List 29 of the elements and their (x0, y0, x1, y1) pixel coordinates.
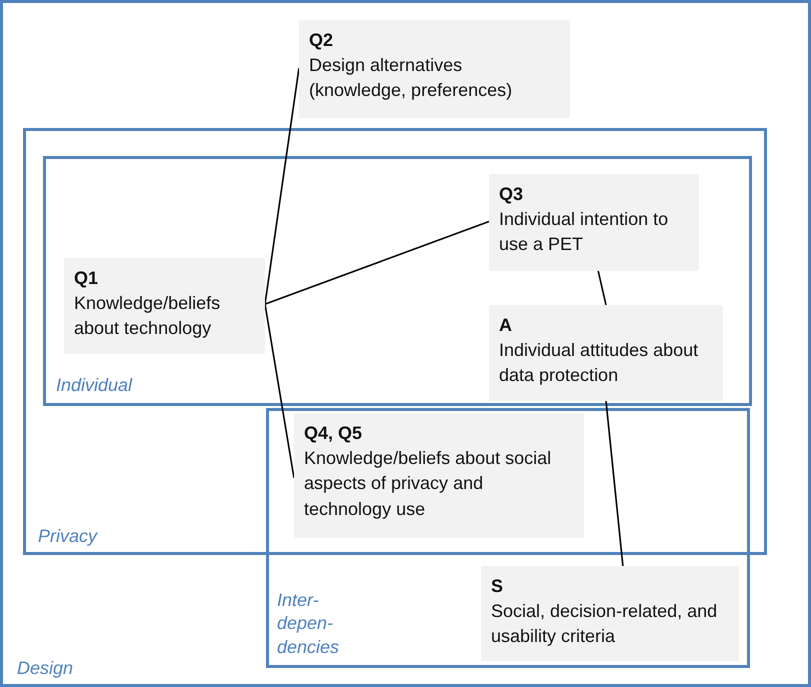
box-heading: Q4, Q5 (304, 422, 364, 445)
box-text: Individual intention to use a PET (499, 208, 670, 256)
connector-line (264, 220, 490, 305)
box-text: Individual attitudes about data protection (499, 339, 700, 388)
region-label: Privacy (38, 524, 98, 548)
box-text: Knowledge/beliefs about technology (74, 292, 222, 340)
question-box (489, 305, 723, 401)
region-frame (23, 128, 767, 555)
question-box (481, 566, 739, 661)
box-heading: S (491, 575, 504, 598)
box-text: Knowledge/beliefs about social aspects of privacy and technology use (304, 447, 552, 521)
connector-line (264, 68, 300, 304)
connector-line (264, 304, 295, 478)
box-heading: A (499, 314, 513, 337)
box-heading: Q2 (309, 29, 334, 52)
question-box (489, 174, 699, 271)
connector-line (597, 270, 607, 306)
region-frame (266, 408, 750, 668)
box-heading: Q3 (499, 183, 524, 206)
box-heading: Q1 (74, 267, 100, 290)
region-label: Design (17, 656, 74, 680)
box-text: Social, decision-related, and usability criteria (491, 600, 718, 648)
question-box (64, 258, 265, 354)
box-text: Design alternatives (knowledge, preferences) (309, 54, 514, 102)
question-box (294, 413, 584, 538)
region-label: Inter- depen- dencies (277, 588, 340, 659)
region-label: Individual (56, 374, 132, 397)
question-box (299, 20, 570, 118)
region-frame (43, 156, 752, 406)
